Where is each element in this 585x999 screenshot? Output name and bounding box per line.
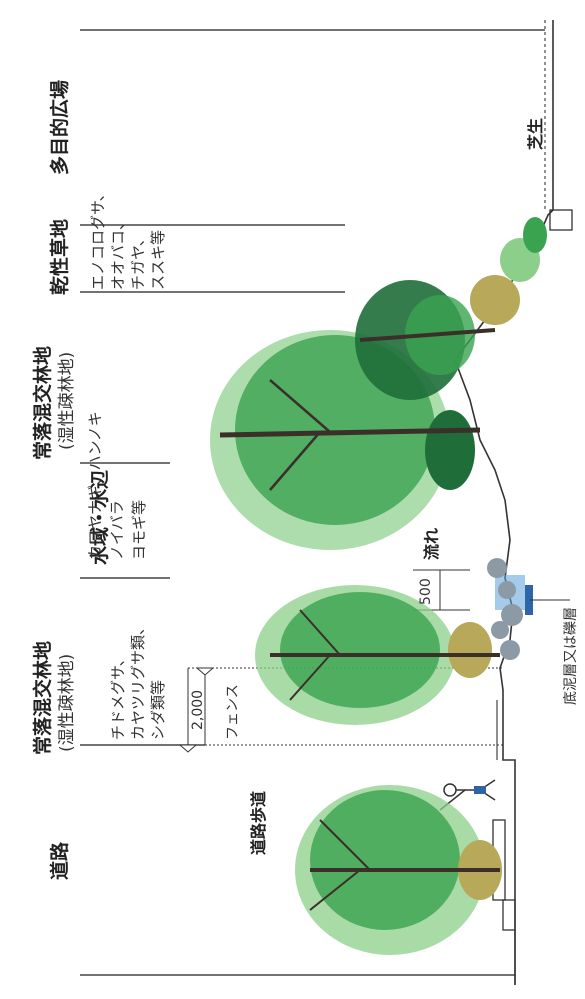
label-lawn: 芝生 <box>526 117 545 150</box>
dry-grass-shrubs <box>470 217 547 325</box>
road-edge <box>492 819 516 985</box>
zone-label-forest-sparse: 常落混交林地 <box>32 640 54 755</box>
tree-forest-dark <box>355 280 496 400</box>
zone-label-road: 道路 <box>49 841 71 880</box>
zone-boundaries <box>80 29 545 976</box>
stream-channel <box>487 558 570 660</box>
lawn-edge <box>544 20 573 231</box>
plants-forest-3: ヨモギ等 <box>130 499 148 560</box>
label-walkway: 道路歩道 <box>249 790 268 855</box>
plants-waterside-3: シダ類等 <box>149 679 167 740</box>
plants-dry-2: オオバコ、 <box>109 214 127 290</box>
zone-sub-forest-sparse: (湿性疎林地) <box>57 653 77 752</box>
label-dim-2000: 2,000 <box>190 689 206 730</box>
label-stream: 流れ <box>422 527 441 560</box>
plants-forest-1: カワヤナギ、ハンノキ <box>86 411 104 560</box>
plants-dry-4: ススキ等 <box>149 229 167 290</box>
label-bed-note: 底泥層又は礫層 <box>563 607 579 705</box>
plants-dry-3: チガヤ、 <box>129 231 147 290</box>
tree-waterside <box>255 585 500 725</box>
fence <box>496 700 504 760</box>
label-dim-500: 500 <box>418 578 434 605</box>
zone-label-forest-dense: 常落混交林地 <box>32 345 54 460</box>
plants-waterside-1: チドメグサ、 <box>109 651 127 740</box>
zone-label-dry-grass: 乾性草地 <box>49 218 71 295</box>
zone-sub-forest-dense: (湿性疎林地) <box>57 351 77 450</box>
tree-road <box>295 785 502 955</box>
label-fence: フェンス <box>225 684 241 740</box>
plants-forest-2: ノイバラ <box>108 500 126 560</box>
plants-dry-1: エノコログサ、 <box>89 186 107 290</box>
zone-label-plaza: 多目的広場 <box>49 79 71 175</box>
plants-waterside-2: カヤツリグサ類、 <box>129 619 147 740</box>
